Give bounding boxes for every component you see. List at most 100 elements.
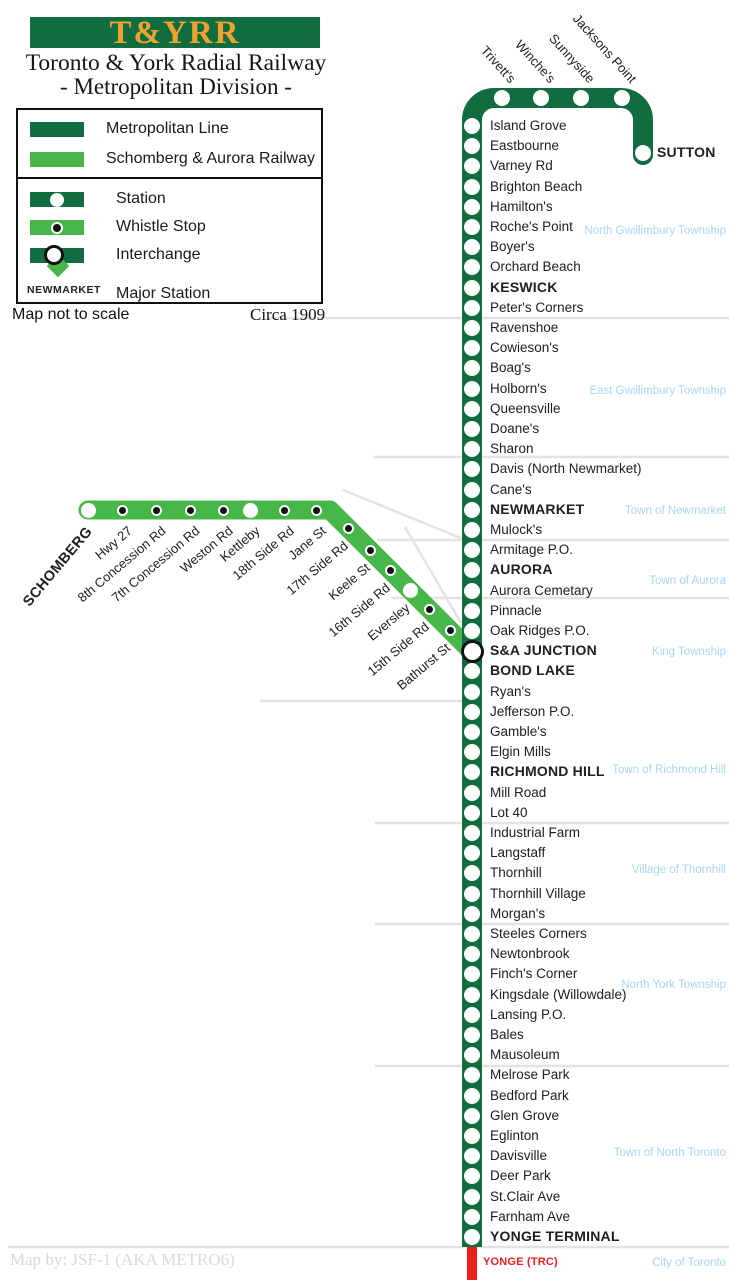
station-label: Steeles Corners bbox=[490, 926, 587, 941]
station-label: Glen Grove bbox=[490, 1108, 560, 1123]
station-dot bbox=[464, 663, 480, 679]
station-dot bbox=[464, 280, 480, 296]
station-label: Doane's bbox=[490, 421, 540, 436]
station-label: Boag's bbox=[490, 360, 531, 375]
station-dot bbox=[464, 926, 480, 942]
township-label: Village of Thornhill bbox=[631, 864, 726, 876]
station-dot bbox=[464, 158, 480, 174]
station-label: Orchard Beach bbox=[490, 259, 581, 274]
station-label: Industrial Farm bbox=[490, 825, 581, 840]
station-label: Boyer's bbox=[490, 239, 535, 254]
station-label: Finch's Corner bbox=[490, 966, 578, 981]
station-label: Elgin Mills bbox=[490, 744, 551, 759]
station-label: NEWMARKET bbox=[490, 501, 585, 517]
whistle-stop-dot bbox=[342, 522, 354, 534]
station-label: Eglinton bbox=[490, 1128, 539, 1143]
station-label: St.Clair Ave bbox=[490, 1189, 561, 1204]
station-dot bbox=[464, 966, 480, 982]
whistle-stop-dot bbox=[423, 603, 435, 615]
station-dot bbox=[464, 360, 480, 376]
whistle-stop-dot bbox=[184, 504, 196, 516]
whistle-stop-dot bbox=[384, 564, 396, 576]
station-label: BOND LAKE bbox=[490, 662, 576, 678]
township-label: King Township bbox=[652, 646, 726, 658]
station-label: YONGE TERMINAL bbox=[490, 1228, 620, 1244]
whistle-stop-dot bbox=[444, 624, 456, 636]
station-dot bbox=[464, 603, 480, 619]
station-label: AURORA bbox=[490, 561, 553, 577]
station-dot bbox=[464, 886, 480, 902]
whistle-stop-dot bbox=[364, 544, 376, 556]
station-dot bbox=[464, 825, 480, 841]
station-dot bbox=[464, 259, 480, 275]
station-dot bbox=[533, 90, 549, 106]
boundary-line bbox=[342, 488, 474, 545]
station-label: Lansing P.O. bbox=[490, 1007, 567, 1022]
station-dot bbox=[464, 118, 480, 134]
township-boundary-lines bbox=[8, 316, 729, 1249]
station-dot bbox=[464, 583, 480, 599]
legend-schomberg-line-label: Schomberg & Aurora Railway bbox=[106, 150, 315, 167]
station-dot bbox=[464, 320, 480, 336]
township-label: Town of Aurora bbox=[649, 575, 726, 587]
station-dot bbox=[494, 90, 510, 106]
township-label: Town of Richmond Hill bbox=[612, 764, 726, 776]
legend-divider bbox=[16, 177, 323, 179]
banner-title: T&YRR bbox=[109, 14, 241, 51]
whistle-stop-dot bbox=[150, 504, 162, 516]
station-dot bbox=[464, 482, 480, 498]
township-label: City of Toronto bbox=[652, 1257, 726, 1269]
station-label: Cowieson's bbox=[490, 340, 559, 355]
station-dot bbox=[464, 906, 480, 922]
metropolitan-line bbox=[462, 88, 653, 1247]
station-dot bbox=[464, 401, 480, 417]
station-dot bbox=[464, 724, 480, 740]
station-dot bbox=[573, 90, 589, 106]
station-dot bbox=[464, 1229, 480, 1245]
station-label: Bedford Park bbox=[490, 1088, 569, 1103]
banner: T&YRR bbox=[30, 14, 320, 51]
station-dot bbox=[464, 805, 480, 821]
legend-major-station-sample: NEWMARKET bbox=[27, 284, 101, 296]
station-dot bbox=[242, 502, 258, 518]
station-dot bbox=[464, 340, 480, 356]
yonge-trc-label: YONGE (TRC) bbox=[483, 1256, 558, 1268]
station-label: Mulock's bbox=[490, 522, 543, 537]
scale-note: Map not to scale bbox=[12, 306, 130, 323]
map-subtitle: - Metropolitan Division - bbox=[60, 74, 292, 99]
station-dot bbox=[464, 1047, 480, 1063]
station-dot bbox=[464, 562, 480, 578]
station-label: Langstaff bbox=[490, 845, 546, 860]
station-label: KESWICK bbox=[490, 279, 558, 295]
legend-interchange-label: Interchange bbox=[116, 246, 201, 263]
station-label: Gamble's bbox=[490, 724, 547, 739]
station-dot bbox=[80, 502, 96, 518]
station-label: SUTTON bbox=[657, 144, 716, 160]
station-dot bbox=[614, 90, 630, 106]
station-label: S&A JUNCTION bbox=[490, 642, 597, 658]
legend-metropolitan-line-swatch bbox=[30, 122, 84, 137]
station-label: Newtonbrook bbox=[490, 946, 570, 961]
station-dot bbox=[464, 845, 480, 861]
township-label: North Gwillimbury Township bbox=[584, 225, 726, 237]
station-dot bbox=[464, 1027, 480, 1043]
station-label: Davis (North Newmarket) bbox=[490, 461, 642, 476]
station-label: Eastbourne bbox=[490, 138, 560, 153]
boundary-line bbox=[403, 526, 463, 624]
station-dot bbox=[464, 441, 480, 457]
station-label: Sharon bbox=[490, 441, 534, 456]
station-dot bbox=[464, 946, 480, 962]
station-dot bbox=[464, 179, 480, 195]
station-label: Pinnacle bbox=[490, 603, 542, 618]
station-dot bbox=[464, 199, 480, 215]
station-label: Kingsdale (Willowdale) bbox=[490, 987, 627, 1002]
station-dot bbox=[464, 704, 480, 720]
station-label: Oak Ridges P.O. bbox=[490, 623, 590, 638]
station-dot bbox=[464, 785, 480, 801]
legend-metropolitan-line-label: Metropolitan Line bbox=[106, 120, 229, 137]
station-dot bbox=[464, 623, 480, 639]
whistle-stop-dot bbox=[310, 504, 322, 516]
map-title: Toronto & York Radial Railway bbox=[25, 50, 327, 76]
station-label: Varney Rd bbox=[490, 158, 553, 173]
